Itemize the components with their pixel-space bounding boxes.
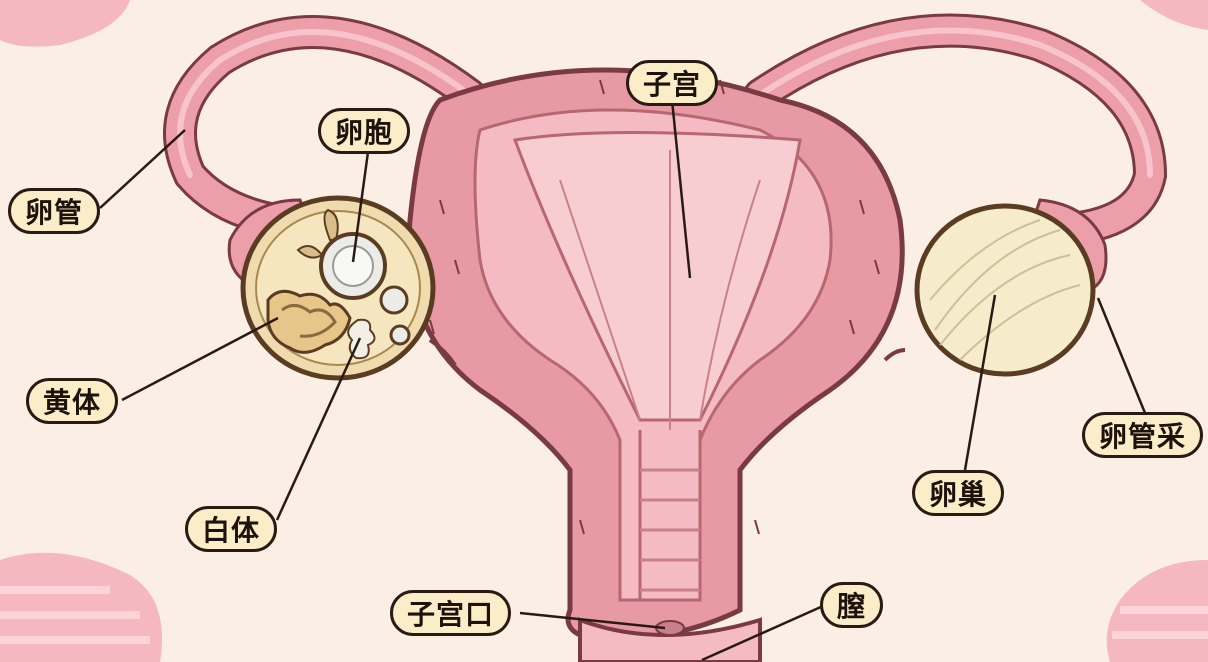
label-ovary: 卵巢 xyxy=(912,470,1004,516)
leader-line-fimbriae xyxy=(1098,298,1145,413)
follicle xyxy=(321,234,385,298)
label-vagina: 膣 xyxy=(820,582,883,628)
uterus-body xyxy=(409,70,902,662)
label-cervix: 子宫口 xyxy=(390,590,511,636)
label-fimbriae: 卵管采 xyxy=(1082,412,1203,458)
label-uterus: 子宫 xyxy=(626,60,718,106)
label-corpus-luteum: 黄体 xyxy=(26,378,118,424)
label-ovum: 卵胞 xyxy=(318,108,410,154)
left-ovary xyxy=(243,198,433,378)
label-oviduct: 卵管 xyxy=(8,188,100,234)
right-ovary xyxy=(917,206,1093,374)
label-corpus-albicans: 白体 xyxy=(185,506,277,552)
leader-line-corpus-luteum xyxy=(122,318,278,400)
